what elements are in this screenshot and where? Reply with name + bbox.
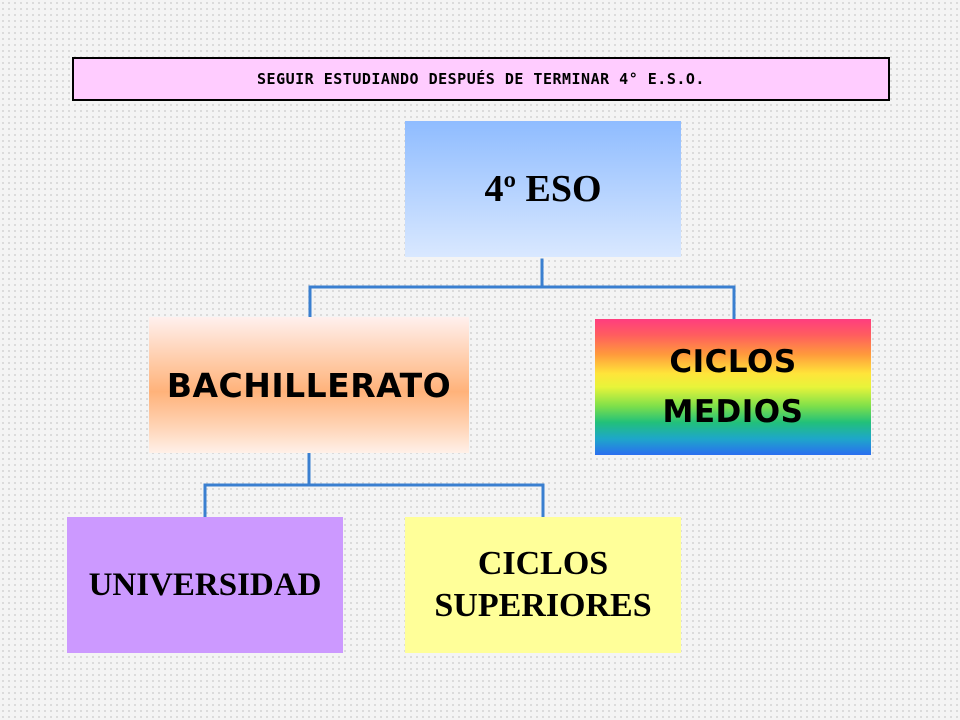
connector-eso-to-children (308, 258, 736, 320)
node-universidad: UNIVERSIDAD (67, 517, 343, 653)
node-ciclos-medios-line1: CICLOS (669, 344, 797, 380)
node-universidad-label: UNIVERSIDAD (88, 566, 322, 603)
title-banner: SEGUIR ESTUDIANDO DESPUÉS DE TERMINAR 4°… (72, 57, 890, 101)
node-ciclos-medios: CICLOS MEDIOS (595, 319, 871, 455)
node-ciclos-superiores-line1: CICLOS (477, 545, 609, 582)
node-ciclos-superiores: CICLOS SUPERIORES (405, 517, 681, 653)
node-4-eso-label: 4º ESO (484, 168, 602, 210)
node-ciclos-superiores-line2: SUPERIORES (434, 587, 652, 624)
connector-bachillerato-to-children (203, 452, 545, 518)
node-bachillerato: BACHILLERATO (149, 317, 469, 453)
diagram-title: SEGUIR ESTUDIANDO DESPUÉS DE TERMINAR 4°… (257, 70, 705, 88)
node-ciclos-medios-line2: MEDIOS (662, 394, 804, 430)
node-4-eso: 4º ESO (405, 121, 681, 257)
node-bachillerato-label: BACHILLERATO (166, 365, 452, 405)
